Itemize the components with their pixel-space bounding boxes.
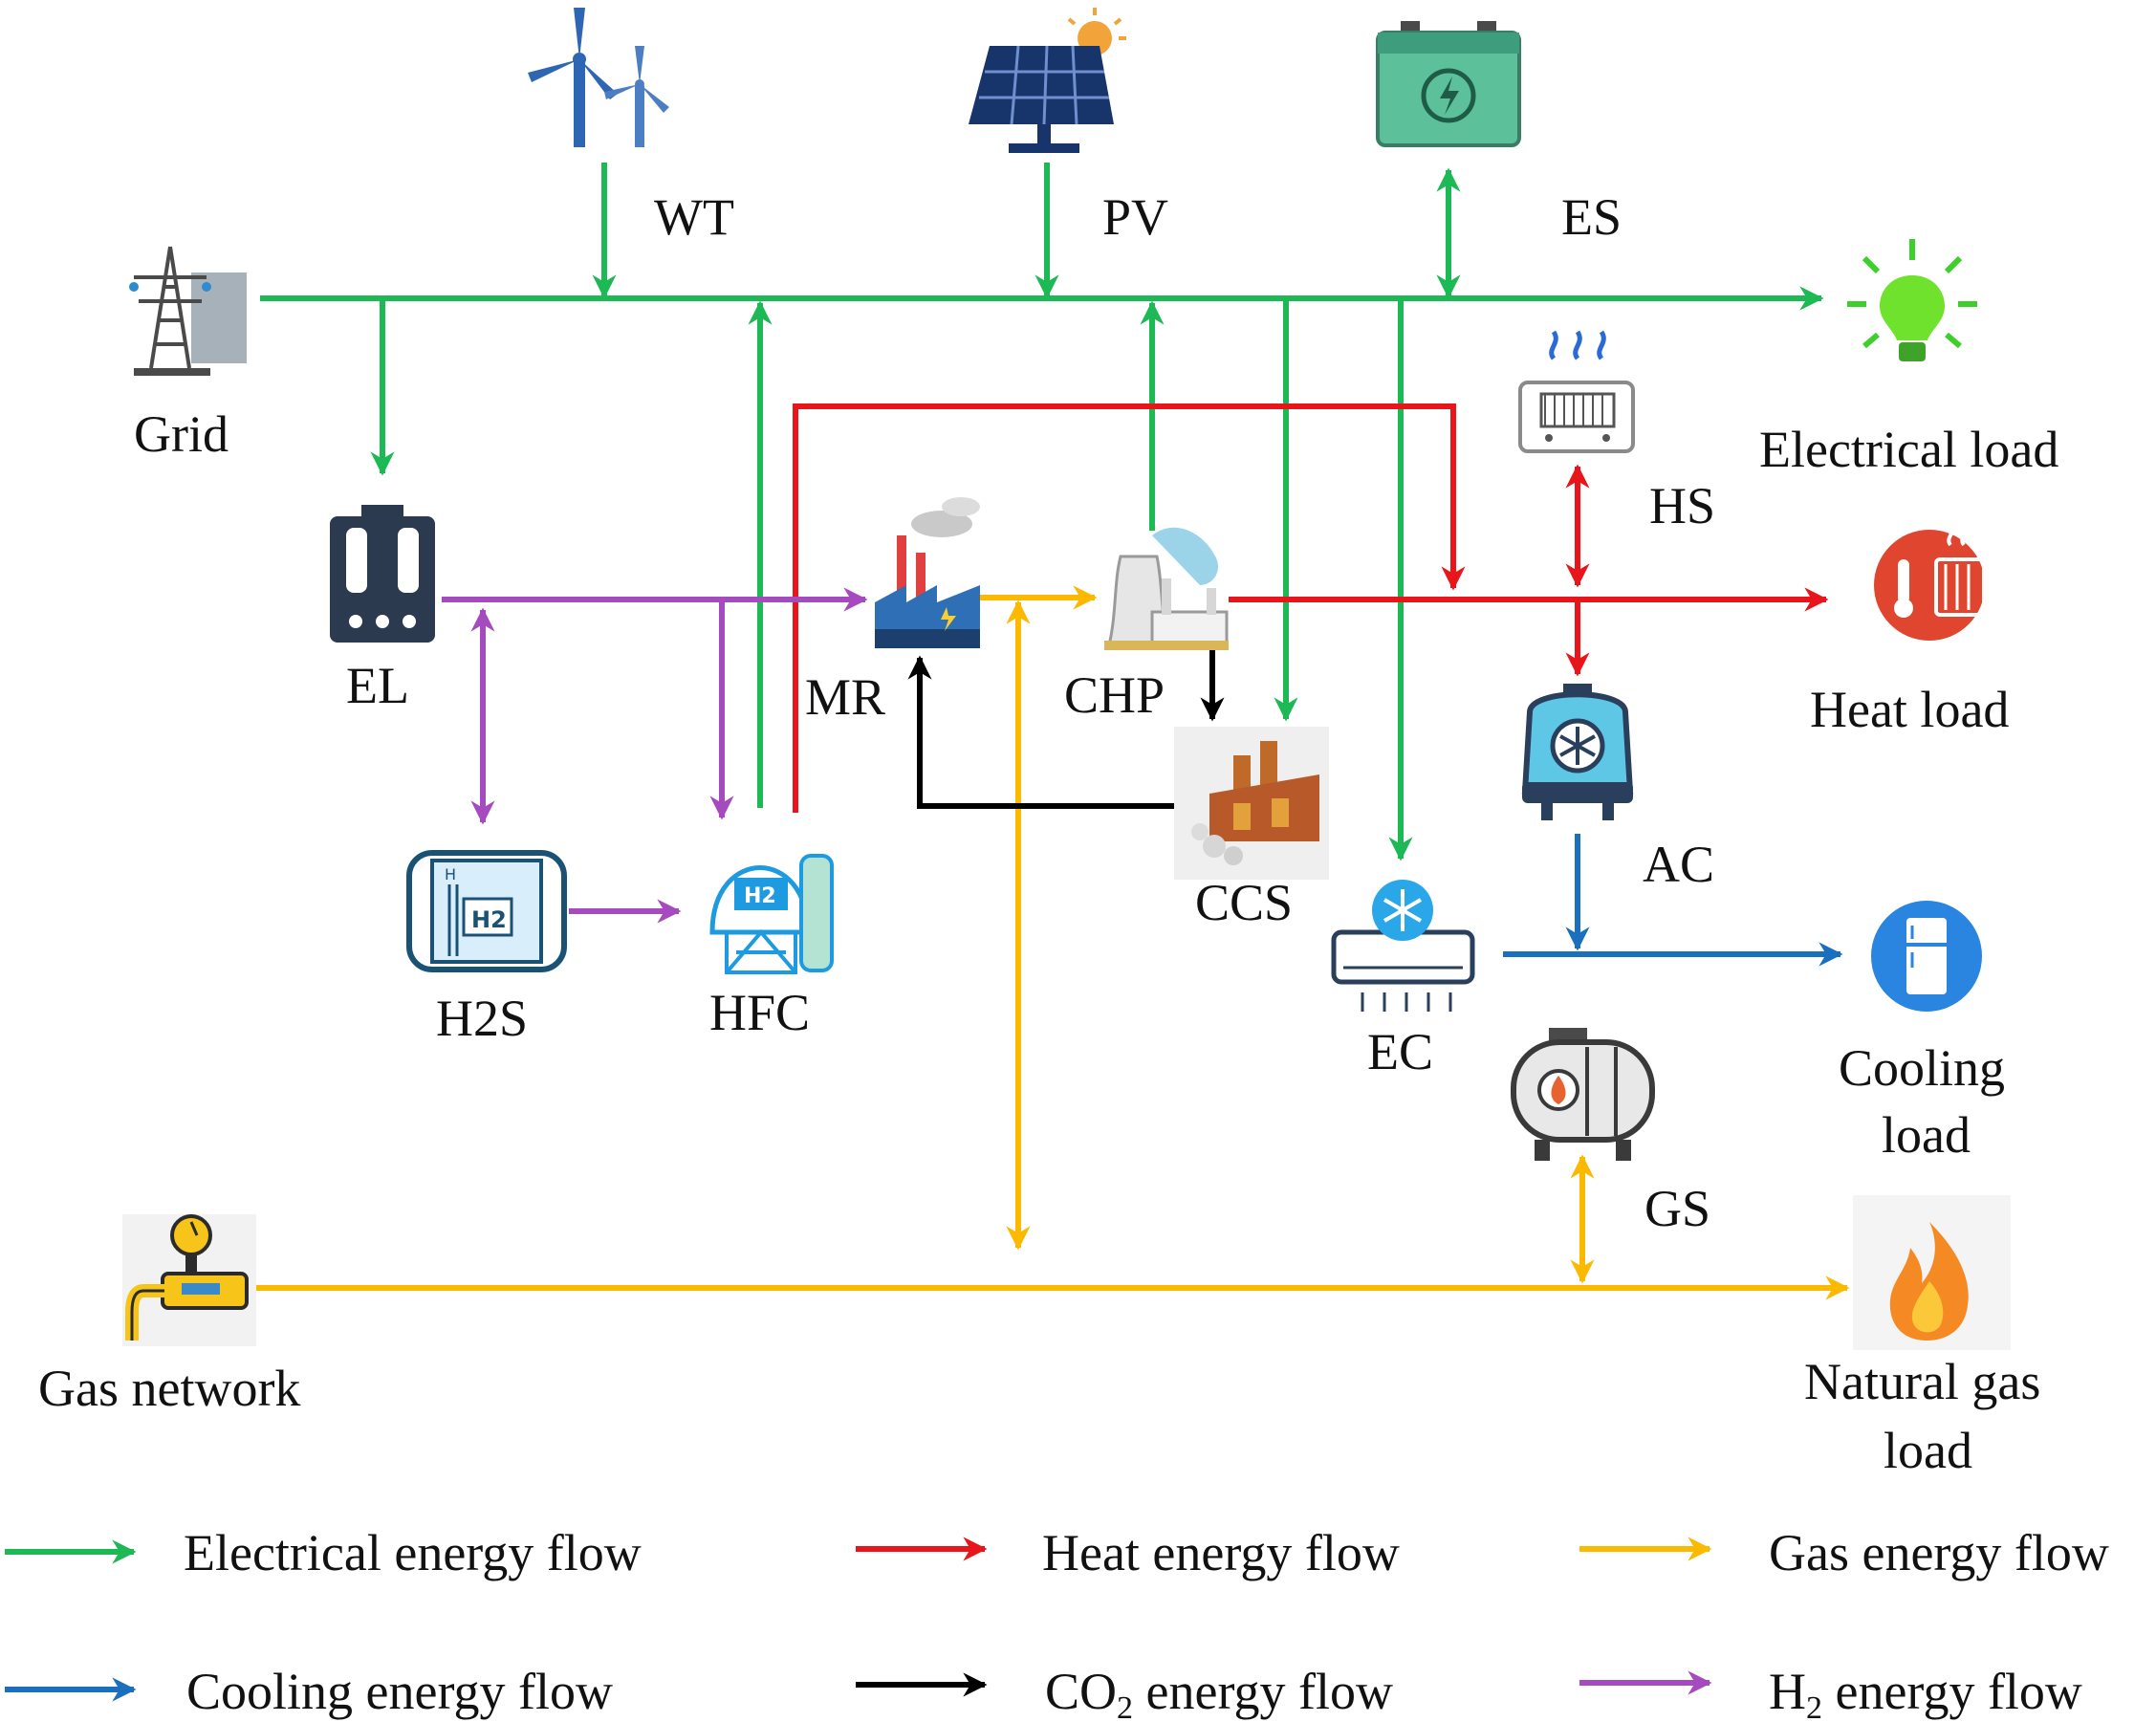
air-conditioner-icon xyxy=(1331,880,1475,1012)
h2s-label: H2S xyxy=(436,990,528,1047)
absorption-chiller-icon xyxy=(1521,684,1634,820)
h2s-tank-label: H2 xyxy=(471,906,507,933)
electrical-load-label: Electrical load xyxy=(1759,421,2058,478)
electrolyzer-icon xyxy=(330,505,435,643)
el-label: EL xyxy=(346,657,409,714)
legend-co2-prefix: CO xyxy=(1045,1663,1117,1720)
light-bulb-icon xyxy=(1847,239,1977,361)
legend-heat-label: Heat energy flow xyxy=(1042,1524,1400,1581)
ccs-co2-to-mr xyxy=(907,655,1188,809)
pv-label: PV xyxy=(1102,188,1168,246)
legend-h2-suffix: energy flow xyxy=(1822,1663,2082,1720)
gs-label: GS xyxy=(1644,1180,1710,1237)
hs-label: HS xyxy=(1649,477,1715,534)
gas-load-line1: Natural gas xyxy=(1804,1353,2040,1410)
grid-label: Grid xyxy=(134,405,229,463)
ec-label: EC xyxy=(1367,1023,1433,1080)
heat-storage-icon xyxy=(1518,330,1635,453)
hydrogen-tank-icon: H H2 xyxy=(406,850,567,972)
battery-icon xyxy=(1376,21,1521,147)
gas-storage-icon xyxy=(1511,1028,1655,1161)
legend-co2-label: CO2 energy flow xyxy=(1045,1663,1393,1722)
ccs-label: CCS xyxy=(1195,874,1293,931)
wind-turbine-icon xyxy=(528,8,669,147)
legend-electrical-label: Electrical energy flow xyxy=(184,1524,642,1581)
chp-label: CHP xyxy=(1064,666,1165,724)
power-tower-icon xyxy=(129,246,247,376)
legend-h2-label: H2 energy flow xyxy=(1769,1663,2082,1722)
legend-gas-label: Gas energy flow xyxy=(1769,1524,2109,1581)
heat-flows xyxy=(793,403,1829,813)
gas-load-line2: load xyxy=(1884,1422,1972,1479)
hfc-label: HFC xyxy=(709,984,810,1041)
cooling-load-line1: Cooling xyxy=(1839,1039,2005,1097)
hfc-heat-line xyxy=(793,403,1466,813)
gas-meter-icon xyxy=(122,1214,256,1346)
legend-h2-prefix: H xyxy=(1769,1663,1806,1720)
co2-flows xyxy=(907,650,1225,809)
legend-co2-subscript: 2 xyxy=(1117,1690,1133,1722)
power-plant-icon xyxy=(1104,527,1229,650)
heat-load-label: Heat load xyxy=(1810,681,2009,738)
wt-label: WT xyxy=(654,188,734,246)
legend-co2-suffix: energy flow xyxy=(1133,1663,1393,1720)
gas-network-label: Gas network xyxy=(38,1360,300,1417)
legend-cooling-label: Cooling energy flow xyxy=(186,1663,613,1720)
gas-flows xyxy=(253,585,1850,1300)
h2-flows xyxy=(442,587,868,924)
carbon-capture-icon xyxy=(1174,727,1329,880)
solar-panel-icon xyxy=(969,8,1126,153)
heater-icon xyxy=(1874,524,1986,641)
h2s-tank-mark: H xyxy=(445,865,456,883)
mr-label: MR xyxy=(805,668,885,726)
cooling-load-line2: load xyxy=(1882,1106,1971,1164)
ac-label: AC xyxy=(1643,836,1714,893)
factory-icon xyxy=(875,497,980,648)
flame-icon xyxy=(1853,1195,2011,1350)
cooling-flows xyxy=(1503,834,1843,967)
hfc-tank-label: H2 xyxy=(744,884,776,908)
electrical-flows xyxy=(260,163,1824,861)
refrigerator-icon xyxy=(1871,901,1982,1012)
legend-h2-subscript: 2 xyxy=(1806,1690,1822,1722)
es-label: ES xyxy=(1561,188,1622,246)
fuel-cell-icon: H2 xyxy=(709,854,834,974)
legend: Electrical energy flow Heat energy flow … xyxy=(5,1524,2109,1722)
